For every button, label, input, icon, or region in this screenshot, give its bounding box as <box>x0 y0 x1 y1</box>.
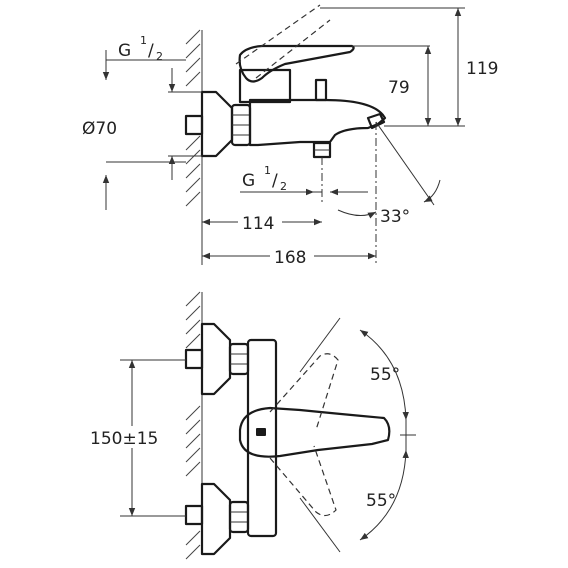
thread-top-base: G <box>118 41 131 61</box>
thread-bottom-sub: 2 <box>280 180 287 193</box>
inlet-spacing-label: 150±15 <box>90 429 158 449</box>
inlet-bottom-front <box>184 504 204 526</box>
diameter-label: Ø70 <box>82 119 117 139</box>
rosette-side <box>200 90 234 158</box>
front-view: 150±15 55° 55° <box>88 291 416 560</box>
depth-total-label: 168 <box>274 248 306 268</box>
lever-angle-up-label: 55° <box>370 365 400 385</box>
spout-outlet <box>366 112 386 130</box>
thread-top-sub: 2 <box>156 50 163 63</box>
nut-top-front <box>228 342 250 376</box>
mixer-body-side <box>248 98 387 147</box>
mixer-body-front <box>246 338 278 538</box>
thread-bottom-base: G <box>242 171 255 191</box>
dimension-depths: 114 168 <box>202 212 376 268</box>
wall-side <box>185 29 203 207</box>
indicator-mark <box>256 428 266 436</box>
lever-side <box>238 44 355 83</box>
cartridge-housing <box>238 68 292 104</box>
rosette-bottom-front <box>200 482 232 556</box>
dimension-spout-angle: 33° <box>337 121 441 227</box>
wall-front <box>185 291 203 560</box>
spout-angle-label: 33° <box>380 207 410 227</box>
inlet-top-front <box>184 348 204 370</box>
svg-text:/: / <box>272 171 278 191</box>
lever-ghost-side <box>235 4 331 79</box>
dimension-heights: 119 79 <box>320 7 498 127</box>
inlet-pipe <box>184 114 204 136</box>
side-view: Ø70 G 1 / 2 G 1 / 2 <box>82 4 498 268</box>
dimension-lever-angles: 55° 55° <box>359 329 409 541</box>
thread-top-sup: 1 <box>140 34 147 47</box>
thread-callout-bottom: G 1 / 2 <box>240 164 368 196</box>
lever-ghost-up <box>269 353 339 431</box>
dimension-diameter: Ø70 <box>82 68 202 180</box>
diverter-knob <box>314 78 328 102</box>
thread-callout-top: G 1 / 2 <box>102 34 186 210</box>
svg-text:/: / <box>148 41 154 61</box>
height-spout-label: 79 <box>388 78 410 98</box>
height-total-label: 119 <box>466 59 498 79</box>
nut-bottom-front <box>228 500 250 534</box>
thread-bottom-sup: 1 <box>264 164 271 177</box>
depth-inlet-label: 114 <box>242 214 274 234</box>
dimension-inlet-spacing: 150±15 <box>88 359 186 517</box>
lever-ghost-down <box>269 445 337 517</box>
lever-angle-down-label: 55° <box>366 491 396 511</box>
rosette-top-front <box>200 322 232 396</box>
